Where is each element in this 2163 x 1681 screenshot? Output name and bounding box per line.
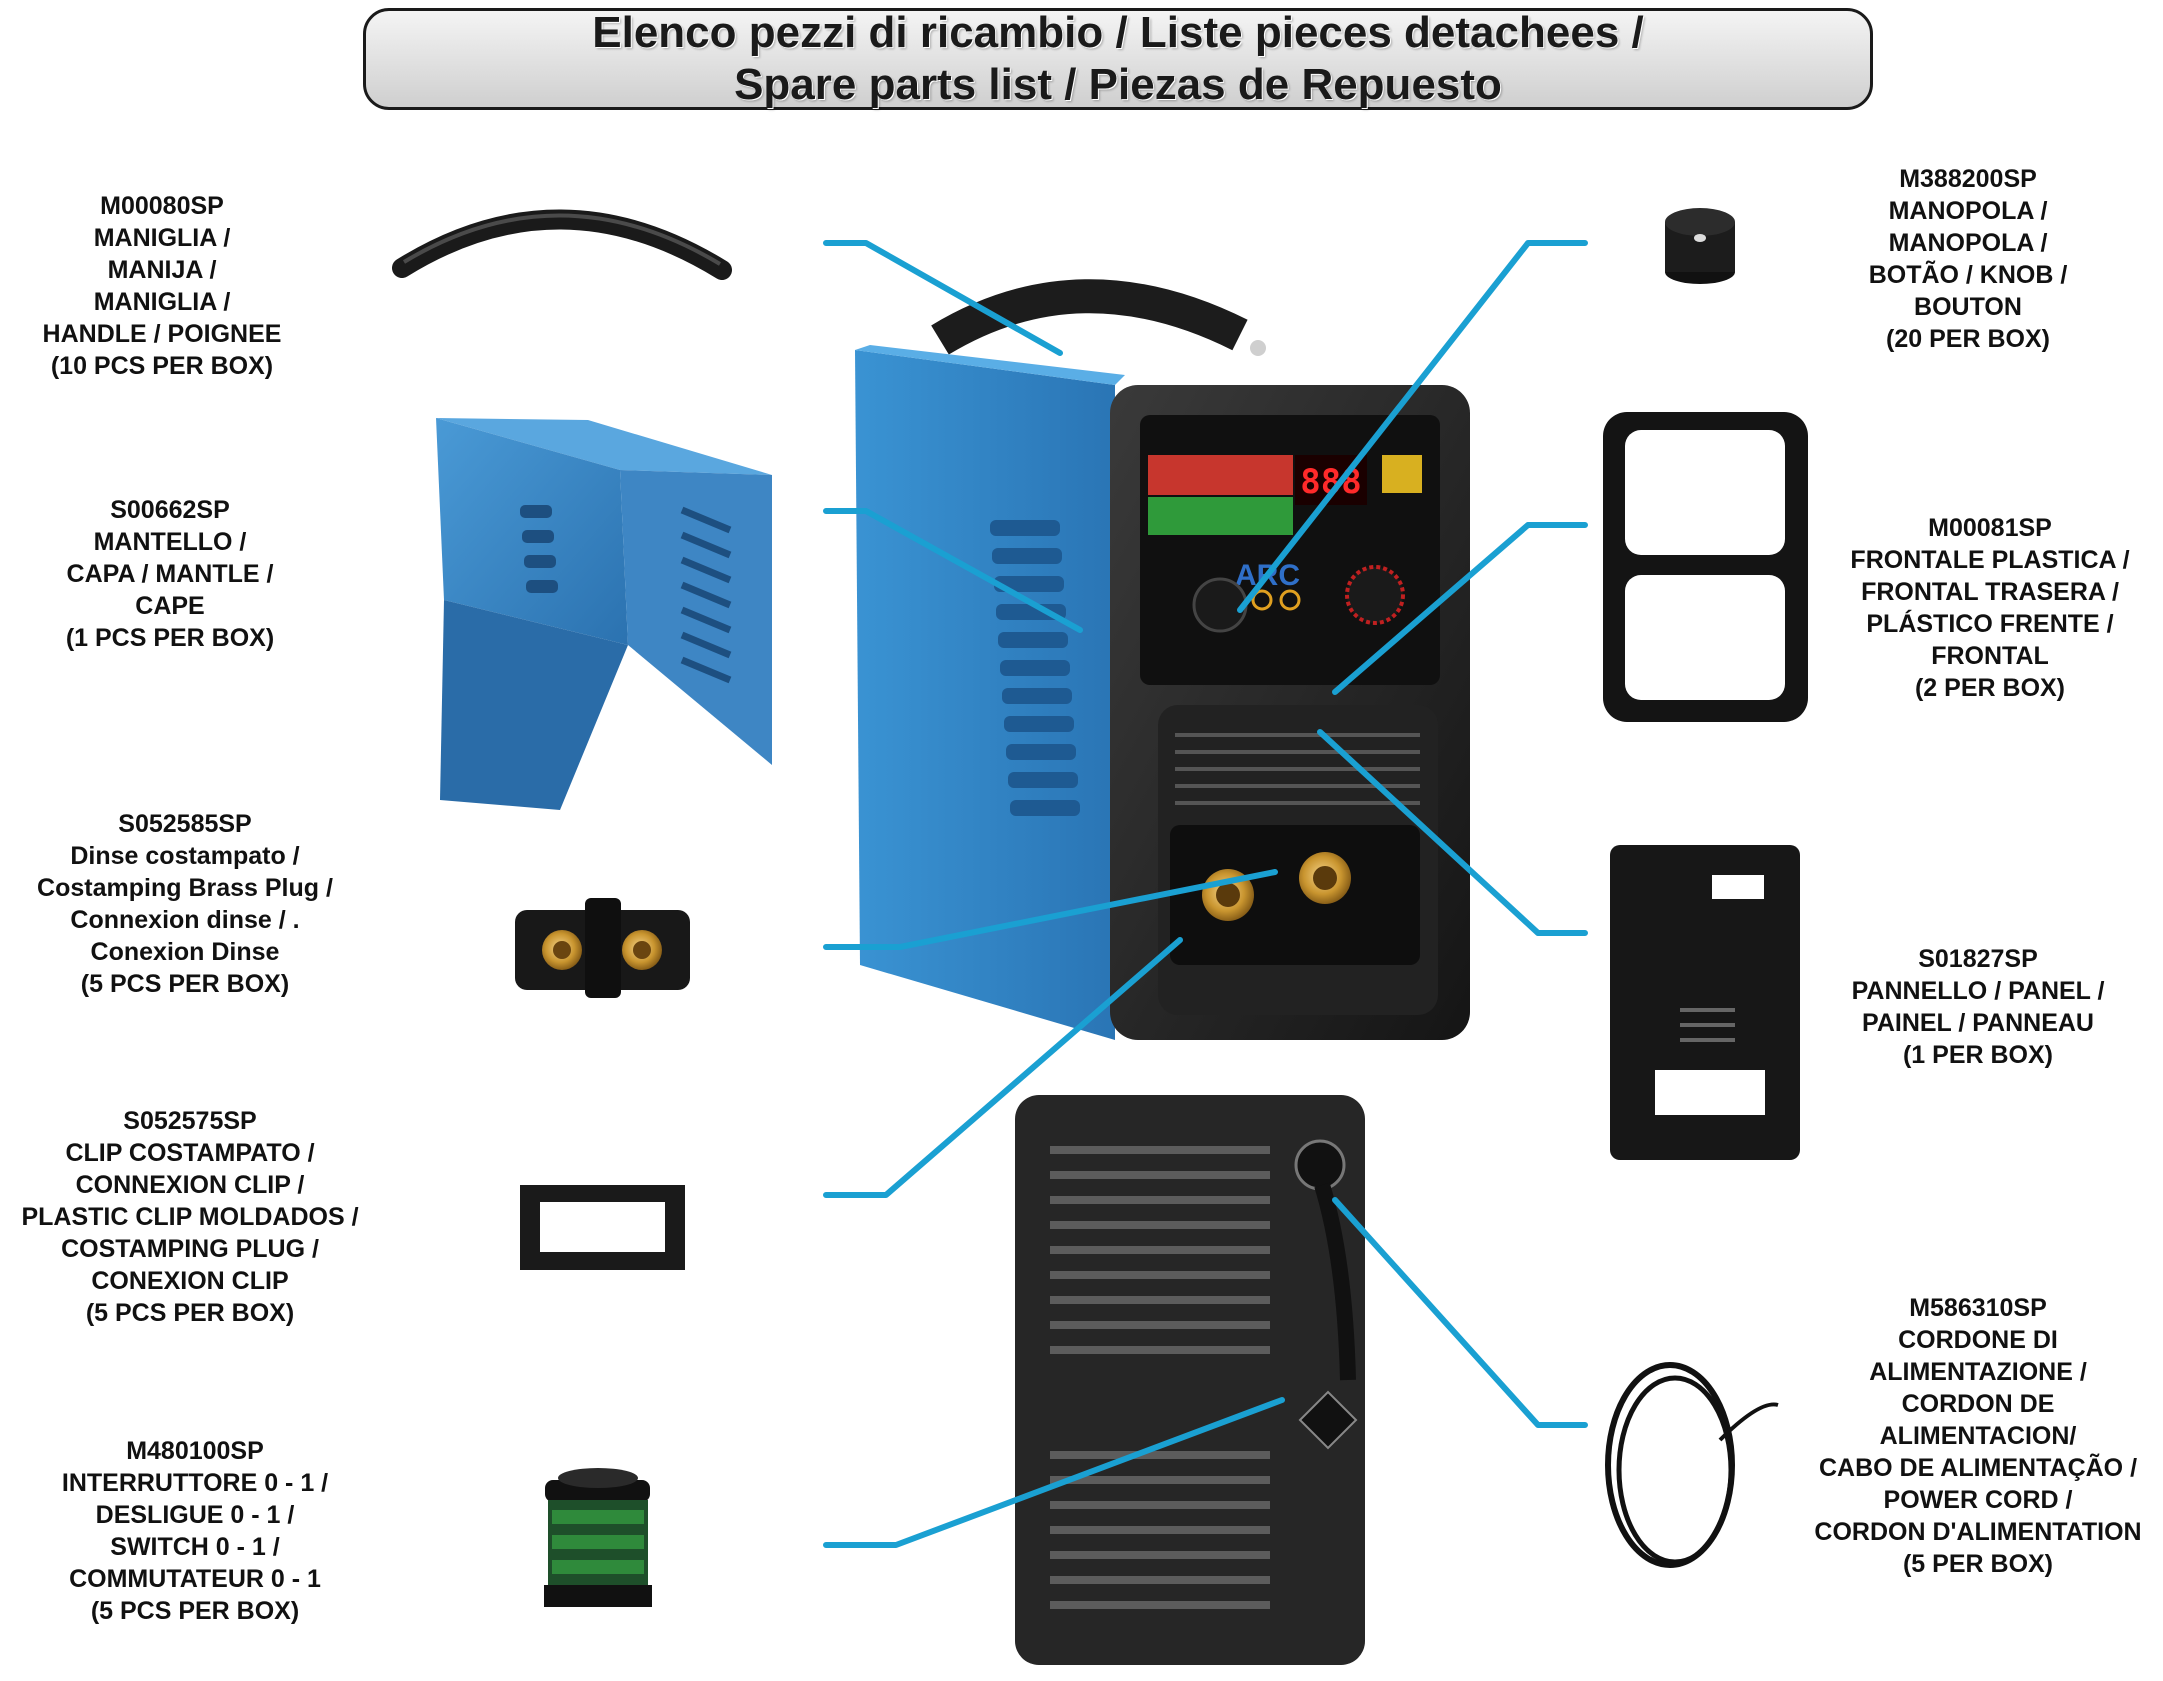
part-label-front-frame: M00081SP FRONTALE PLASTICA / FRONTAL TRA… [1850,512,2129,704]
part-description-line: CONNEXION CLIP / [75,1171,305,1199]
part-description-line: CAPE [135,592,205,620]
part-description-line: BOUTON [1914,293,2022,321]
part-code: S052575SP [123,1107,257,1135]
part-description-line: (20 PER BOX) [1886,325,2050,353]
leader-switch [823,1397,1285,1548]
title-line-1: Elenco pezzi di ricambio / Liste pieces … [592,8,1644,57]
part-description-line: MANIGLIA / [93,288,231,316]
leader-cord [1332,1197,1588,1428]
part-description-line: MANTELLO / [93,528,247,556]
part-label-knob: M388200SP MANOPOLA / MANOPOLA / BOTÃO / … [1869,163,2068,355]
part-label-cape: S00662SP MANTELLO / CAPA / MANTLE / CAPE… [66,494,274,654]
plastic-clip-part [520,1185,685,1270]
part-description-line: (5 PCS PER BOX) [85,1299,295,1327]
title-line-2: Spare parts list / Piezas de Repuesto [734,60,1502,109]
part-description-line: FRONTAL [1931,642,2049,670]
part-description-line: CORDON D'ALIMENTATION [1814,1518,2142,1546]
power-cord-part [1605,1362,1779,1568]
part-description-line: ALIMENTAZIONE / [1869,1358,2087,1386]
leader-knob [1237,240,1588,613]
handle-part [392,209,732,280]
part-description-line: (5 PCS PER BOX) [80,970,290,998]
part-description-line: (1 PER BOX) [1902,1041,2054,1069]
switch-part [544,1468,652,1607]
leader-panel [1317,729,1588,936]
leader-cape [823,508,1083,633]
part-code: M586310SP [1909,1294,2047,1322]
part-description-line: BOTÃO / KNOB / [1868,261,2068,289]
part-description-line: MANOPOLA / [1888,229,2048,257]
part-description-line: PAINEL / PANNEAU [1862,1009,2094,1037]
part-description-line: Dinse costampato / [70,842,300,870]
part-description-line: INTERRUTTORE 0 - 1 / [61,1469,329,1497]
part-code: M00080SP [100,192,224,220]
part-description-line: CABO DE ALIMENTAÇÃO / [1818,1454,2138,1482]
part-code: S052585SP [118,810,252,838]
part-description-line: HANDLE / POIGNEE [42,320,282,348]
part-description-line: COSTAMPING PLUG / [61,1235,319,1263]
part-description-line: CORDON DE [1901,1390,2055,1418]
leader-dinse [823,869,1278,950]
part-label-handle: M00080SP MANIGLIA / MANIJA / MANIGLIA / … [43,190,282,382]
part-code: S01827SP [1918,945,2038,973]
part-label-dinse: S052585SP Dinse costampato / Costamping … [37,808,333,1000]
part-description-line: CORDONE DI [1898,1326,2058,1354]
part-description-line: PLÁSTICO FRENTE / [1866,610,2114,638]
part-description-line: Costamping Brass Plug / [37,874,333,902]
part-description-line: CLIP COSTAMPATO / [65,1139,315,1167]
part-description-line: COMMUTATEUR 0 - 1 [69,1565,321,1593]
part-description-line: (5 PCS PER BOX) [90,1597,300,1625]
part-description-line: FRONTALE PLASTICA / [1850,546,2130,574]
part-description-line: CONEXION CLIP [91,1267,289,1295]
leader-handle [823,240,1063,356]
part-code: M00081SP [1928,514,2052,542]
part-description-line: PANNELLO / PANEL / [1851,977,2105,1005]
part-label-switch: M480100SP INTERRUTTORE 0 - 1 / DESLIGUE … [62,1435,328,1627]
cape-part [436,418,772,810]
title-banner: Elenco pezzi di ricambio / Liste pieces … [363,8,1873,110]
part-description-line: MANIGLIA / [93,224,231,252]
part-description-line: MANOPOLA / [1888,197,2048,225]
front-frame-part [1603,412,1808,722]
part-description-line: (1 PCS PER BOX) [65,624,275,652]
part-code: M480100SP [126,1437,264,1465]
part-description-line: ALIMENTACION/ [1879,1422,2077,1450]
part-description-line: (10 PCS PER BOX) [50,352,274,380]
part-description-line: POWER CORD / [1883,1486,2073,1514]
panel-part [1610,845,1800,1160]
part-label-power-cord: M586310SP CORDONE DI ALIMENTAZIONE / COR… [1814,1292,2141,1580]
part-label-panel: S01827SP PANNELLO / PANEL / PAINEL / PAN… [1852,943,2105,1071]
welder-rear-view [1015,1095,1365,1665]
part-description-line: DESLIGUE 0 - 1 / [95,1501,295,1529]
dinse-plug-part [515,898,690,998]
part-description-line: Conexion Dinse [90,938,280,966]
part-label-clip: S052575SP CLIP COSTAMPATO / CONNEXION CL… [21,1105,358,1329]
part-code: M388200SP [1899,165,2037,193]
welder-machine: 888 ARC [855,279,1470,1040]
part-description-line: (5 PER BOX) [1902,1550,2054,1578]
part-description-line: CAPA / MANTLE / [66,560,274,588]
part-description-line: SWITCH 0 - 1 / [110,1533,280,1561]
leader-clip [823,937,1183,1198]
leader-lines [823,240,1588,1548]
part-description-line: (2 PER BOX) [1914,674,2066,702]
leader-frame [1332,522,1588,695]
part-description-line: PLASTIC CLIP MOLDADOS / [21,1203,359,1231]
part-description-line: Connexion dinse / . [70,906,300,934]
knob-part [1665,208,1735,284]
part-description-line: FRONTAL TRASERA / [1861,578,2119,606]
part-code: S00662SP [110,496,230,524]
part-description-line: MANIJA / [107,256,217,284]
